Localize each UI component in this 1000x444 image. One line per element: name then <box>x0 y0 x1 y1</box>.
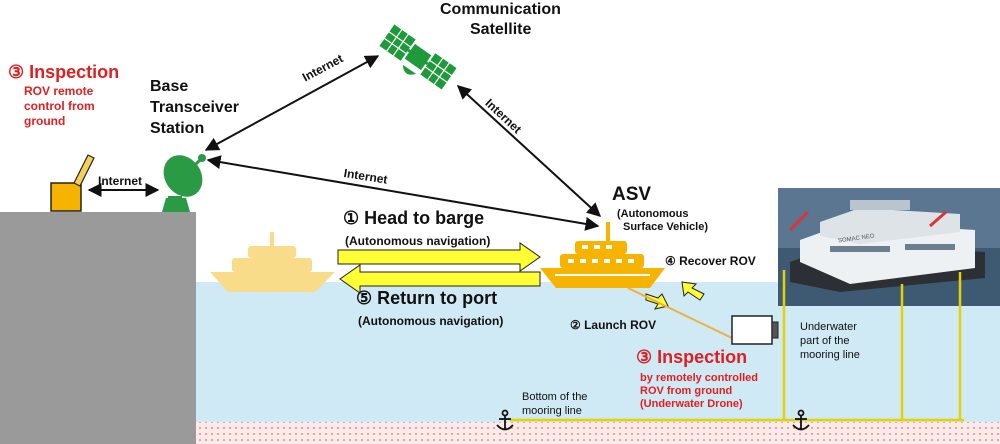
link-station-satellite <box>204 55 380 151</box>
land-quay <box>0 212 196 444</box>
station-label-line3: Station <box>150 120 205 137</box>
inspection-ground-desc: ROV remote control from ground <box>24 84 95 129</box>
asv-desc: (Autonomous Surface Vehicle) <box>617 208 708 234</box>
internet-label-ground: Internet <box>98 174 143 188</box>
step1-title: ① Head to barge <box>343 208 485 228</box>
inspection-ground-desc-line3: ground <box>24 114 66 128</box>
asv-title: ASV <box>612 184 652 205</box>
inspection-rov-desc-line2: ROV from ground <box>640 385 733 397</box>
seabed <box>195 422 1000 444</box>
asv-boat <box>540 222 665 288</box>
mooring-bottom-line2: mooring line <box>522 405 582 417</box>
asv-desc-line1: (Autonomous <box>617 208 689 220</box>
step2-label: ② Launch ROV <box>570 318 657 332</box>
mooring-underwater-line2: part of the <box>800 335 850 347</box>
inspection-ground-title: ③ Inspection <box>8 62 120 82</box>
inspection-ground-desc-line2: control from <box>24 99 95 113</box>
mooring-underwater-label: Underwater part of the mooring line <box>800 320 860 362</box>
anchor-icon <box>792 409 810 431</box>
satellite-icon <box>379 24 457 90</box>
rov-tether <box>627 287 733 339</box>
satellite-dish-icon <box>162 154 206 212</box>
station-label-line2: Transceiver <box>150 99 239 116</box>
asv-desc-line2: Surface Vehicle) <box>623 221 708 233</box>
mooring-lines <box>510 270 964 422</box>
link-satellite-asv <box>456 85 602 217</box>
satellite-label-line1: Communication <box>440 1 561 18</box>
inspection-ground-desc-line1: ROV remote <box>24 84 94 98</box>
anchor-icon <box>496 409 514 431</box>
inspection-rov-title: ③ Inspection <box>636 347 748 367</box>
mooring-bottom-label: Bottom of the mooring line <box>522 390 587 418</box>
controller-icon <box>50 154 95 212</box>
step1-desc: (Autonomous navigation) <box>345 234 491 248</box>
step5-desc: (Autonomous navigation) <box>358 314 504 328</box>
mooring-underwater-line1: Underwater <box>800 321 857 333</box>
satellite-label: Communication Satellite <box>440 0 561 40</box>
station-label: Base Transceiver Station <box>150 76 239 139</box>
rov-icon <box>731 315 779 345</box>
arrow-recover-rov <box>681 281 705 301</box>
barge-photo <box>778 188 1000 306</box>
step4-label: ④ Recover ROV <box>665 254 756 268</box>
link-station-asv <box>206 155 600 231</box>
inspection-rov-desc-line1: by remotely controlled <box>640 372 758 384</box>
inspection-rov-desc-line3: (Underwater Drone) <box>640 398 743 410</box>
boat-ghost <box>210 232 335 292</box>
inspection-rov-desc: by remotely controlled ROV from ground (… <box>640 372 758 411</box>
mooring-bottom-line1: Bottom of the <box>522 391 588 403</box>
station-label-line1: Base <box>150 78 189 95</box>
arrow-head-to-barge <box>337 242 541 272</box>
satellite-label-line2: Satellite <box>470 21 532 38</box>
step5-title: ⑤ Return to port <box>356 288 498 308</box>
arrow-return-to-port <box>339 264 541 294</box>
mooring-underwater-line3: mooring line <box>800 349 860 361</box>
